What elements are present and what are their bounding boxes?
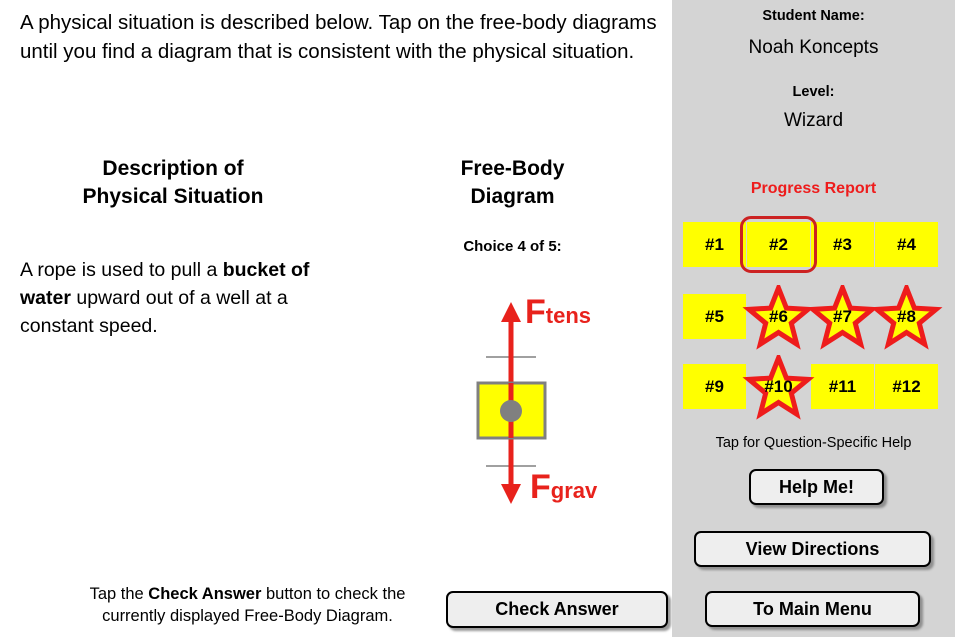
- check-answer-hint: Tap the Check Answer button to check the…: [60, 583, 435, 627]
- fbd-heading-line2: Diagram: [470, 185, 555, 208]
- instructions-text: A physical situation is described below.…: [20, 11, 657, 63]
- progress-item-8[interactable]: #8: [870, 285, 943, 350]
- student-name-value: Noah Koncepts: [748, 37, 879, 58]
- progress-report-grid: #1 #2 #3 #4 #5 #6 #7 #8 #9 #10 #11 #12: [672, 216, 955, 420]
- progress-item-10[interactable]: #10: [742, 355, 815, 420]
- progress-item-5[interactable]: #5: [683, 294, 746, 339]
- help-me-button[interactable]: Help Me!: [749, 469, 884, 505]
- progress-item-2[interactable]: #2: [740, 216, 817, 273]
- physical-situation-description: A rope is used to pull a bucket of water…: [20, 256, 310, 340]
- progress-item-12[interactable]: #12: [875, 364, 938, 409]
- description-part2: upward out of a well at a constant speed…: [20, 287, 288, 337]
- fbd-heading-line1: Free-Body: [460, 157, 565, 180]
- progress-item-label: #2: [769, 234, 788, 254]
- progress-item-label: #11: [828, 376, 857, 396]
- progress-item-1[interactable]: #1: [683, 222, 746, 267]
- progress-item-label: #5: [705, 306, 724, 326]
- progress-item-label: #12: [892, 376, 921, 396]
- check-hint-bold: Check Answer: [148, 585, 262, 603]
- description-heading-line1: Description of: [102, 157, 244, 180]
- yellow-chip: [875, 222, 938, 267]
- star-icon: [870, 285, 943, 350]
- level-value: Wizard: [783, 110, 844, 131]
- yellow-chip: [875, 364, 938, 409]
- description-bold-phrase: bucket of water: [20, 259, 310, 309]
- progress-item-3[interactable]: #3: [811, 222, 874, 267]
- description-heading-line2: Physical Situation: [82, 185, 264, 208]
- progress-item-label: #9: [705, 376, 724, 396]
- gravity-force-symbol: F: [530, 468, 551, 506]
- check-answer-button[interactable]: Check Answer: [446, 591, 668, 628]
- check-hint-part1: Tap the: [89, 585, 149, 603]
- tension-force-symbol: F: [525, 293, 546, 331]
- to-main-menu-button[interactable]: To Main Menu: [705, 591, 920, 627]
- gravity-force-subscript: grav: [550, 478, 598, 503]
- fbd-svg[interactable]: [420, 285, 670, 525]
- center-of-mass-dot: [500, 400, 522, 422]
- left-panel: A physical situation is described below.…: [20, 11, 670, 628]
- progress-item-label: #10: [764, 376, 793, 396]
- progress-item-label: #7: [833, 306, 852, 326]
- progress-item-label: #8: [897, 306, 916, 326]
- progress-item-7[interactable]: #7: [806, 285, 879, 350]
- progress-item-label: #4: [897, 234, 916, 254]
- tension-force-subscript: tens: [545, 303, 592, 328]
- current-question-highlight: [740, 216, 817, 273]
- free-body-diagram-heading: Free-Body Diagram: [420, 155, 605, 211]
- star-icon: [806, 285, 879, 350]
- yellow-chip: [683, 222, 746, 267]
- progress-item-9[interactable]: #9: [683, 364, 746, 409]
- progress-item-6[interactable]: #6: [742, 285, 815, 350]
- progress-item-4[interactable]: #4: [875, 222, 938, 267]
- yellow-chip: [683, 294, 746, 339]
- yellow-chip: [811, 222, 874, 267]
- student-name-label: Student Name:: [762, 8, 865, 24]
- check-hint-part2: button to check the currently displayed …: [102, 585, 406, 625]
- yellow-chip: [811, 364, 874, 409]
- description-heading: Description of Physical Situation: [48, 155, 298, 211]
- free-body-diagram-canvas[interactable]: Ftens Fgrav: [420, 285, 670, 525]
- yellow-chip: [747, 222, 810, 267]
- choice-counter-label: Choice 4 of 5:: [463, 238, 562, 255]
- yellow-chip: [683, 364, 746, 409]
- gravity-force-label: Fgrav: [530, 470, 597, 504]
- progress-item-label: #3: [833, 234, 852, 254]
- description-part1: A rope is used to pull a: [20, 259, 223, 281]
- progress-item-label: #6: [769, 306, 788, 326]
- tension-force-label: Ftens: [525, 295, 591, 329]
- level-label: Level:: [792, 84, 835, 100]
- help-hint-text: Tap for Question-Specific Help: [715, 435, 912, 451]
- right-sidebar: Student Name: Noah Koncepts Level: Wizar…: [672, 0, 955, 637]
- progress-report-title: Progress Report: [750, 180, 877, 197]
- progress-item-11[interactable]: #11: [811, 364, 874, 409]
- star-icon: [742, 285, 815, 350]
- view-directions-button[interactable]: View Directions: [694, 531, 931, 567]
- star-icon: [742, 355, 815, 420]
- progress-item-label: #1: [705, 234, 724, 254]
